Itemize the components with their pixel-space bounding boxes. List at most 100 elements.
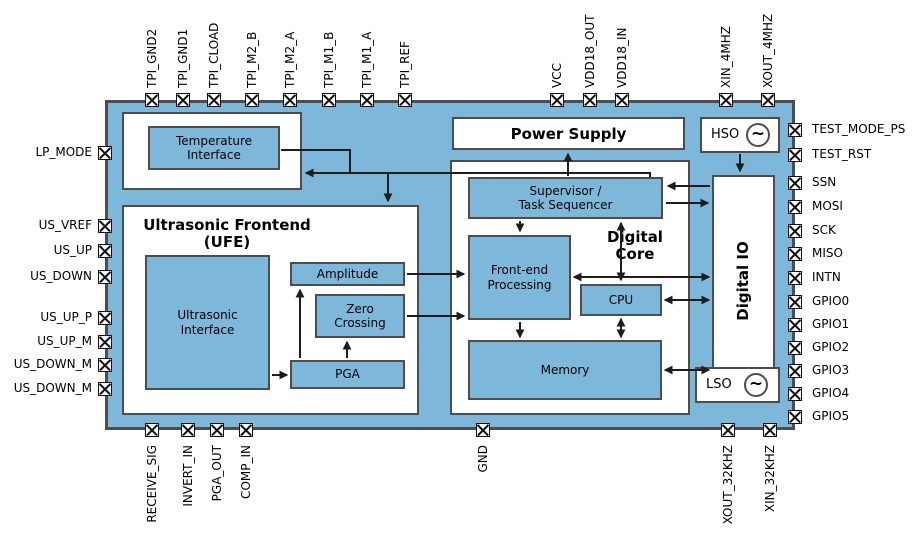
pin-label: GPIO1 [812,317,850,331]
pin-box [788,410,802,424]
pin-label: TPI_GND2 [145,28,159,88]
pin-box [207,93,221,107]
pin-box [788,318,802,332]
pin-box [239,423,253,437]
pin-box [145,423,159,437]
pin-label: TPI_M1_A [360,31,374,88]
pin-label: TEST_RST [812,147,872,161]
pin-label: TPI_REF [398,41,412,88]
pin-box [360,93,374,107]
pin-label: VCC [550,63,564,88]
pin-label: VDD18_OUT [583,14,597,88]
pin-box [145,93,159,107]
pin-label: RECEIVE_SIG [145,445,159,523]
pin-label: US_DOWN [30,269,92,283]
pin-label: XOUT_32KHZ [721,445,735,525]
memory-block: Memory [468,340,662,400]
pin-box [788,200,802,214]
pin-label: GPIO2 [812,340,850,354]
pin-box [210,423,224,437]
pin-box [98,219,112,233]
pin-label: XOUT_4MHZ [761,13,775,88]
power-supply-label: Power Supply [510,124,627,143]
pin-box [788,224,802,238]
digital-core-label: Digital Core [607,228,663,264]
pin-box [98,270,112,284]
pin-box [788,247,802,261]
pin-label: TPI_M1_B [322,31,336,88]
lso-oscillator-icon: ~ [744,373,768,397]
pin-box [788,387,802,401]
pin-box [245,93,259,107]
supervisor-block: Supervisor /Task Sequencer [468,177,663,219]
pin-box [788,148,802,162]
pin-label: TPI_CLOAD [207,22,221,88]
pin-label: GND [476,445,490,473]
pin-label: GPIO0 [812,294,850,308]
power-supply-block: Power Supply [452,117,685,150]
pin-label: SSN [812,175,837,189]
pin-label: US_UP [53,243,92,257]
pin-box [283,93,297,107]
cpu-block: CPU [580,284,662,316]
pin-label: US_DOWN_M [13,357,92,371]
pin-label: TPI_GND1 [176,28,190,88]
pin-label: MISO [812,246,843,260]
pin-label: INTN [812,270,841,284]
pin-label: GPIO5 [812,409,850,423]
digital-io-block [712,175,775,387]
pin-box [398,93,412,107]
pin-label: TPI_M2_A [283,31,297,88]
pin-box [176,93,190,107]
pin-label: GPIO4 [812,386,850,400]
pin-box [98,311,112,325]
pin-box [476,423,490,437]
pin-box [615,93,629,107]
pin-label: US_UP_P [40,310,92,324]
pin-label: MOSI [812,199,843,213]
pin-box [98,146,112,160]
pin-box [763,423,777,437]
pin-box [98,335,112,349]
pin-label: VDD18_IN [615,27,629,88]
pin-label: TEST_MODE_PS [812,122,906,136]
pin-label: PGA_OUT [210,445,224,502]
hso-oscillator-icon: ~ [746,123,770,147]
pin-label: US_UP_M [37,334,92,348]
ufe-title: Ultrasonic Frontend (UFE) [143,216,311,252]
pin-box [322,93,336,107]
pin-box [788,123,802,137]
hso-label: HSO [711,127,740,142]
pin-box [98,244,112,258]
pin-label: XIN_4MHZ [719,26,733,88]
pin-label: US_DOWN_M [13,381,92,395]
pin-label: INVERT_IN [181,445,195,507]
amplitude-block: Amplitude [290,262,405,286]
lso-label: LSO [706,377,732,392]
pin-box [788,295,802,309]
pin-box [550,93,564,107]
pin-box [583,93,597,107]
pin-label: GPIO3 [812,363,850,377]
pin-box [788,364,802,378]
pin-label: COMP_IN [239,445,253,499]
digital-io-label: Digital IO [734,241,752,321]
pin-box [98,382,112,396]
pin-label: US_VREF [38,218,92,232]
pga-block: PGA [290,360,405,389]
pin-box [98,358,112,372]
pin-box [788,271,802,285]
pin-label: SCK [812,223,836,237]
pin-box [721,423,735,437]
pin-box [761,93,775,107]
pin-box [181,423,195,437]
pin-box [788,176,802,190]
pin-label: XIN_32KHZ [763,445,777,513]
pin-label: TPI_M2_B [245,31,259,88]
pin-box [788,341,802,355]
